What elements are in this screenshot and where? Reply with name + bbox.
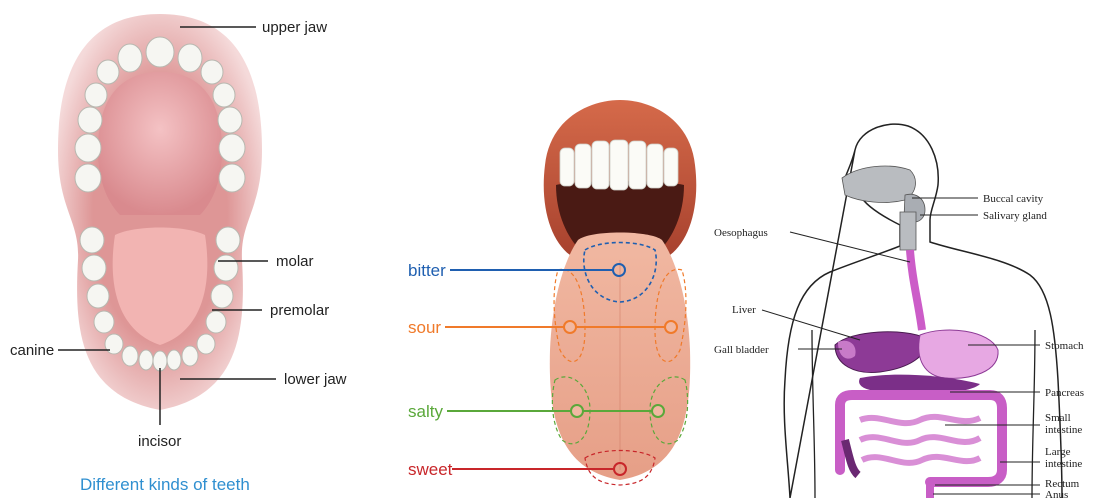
digestive-diagram: Buccal cavity Salivary gland Oesophagus … (714, 124, 1084, 498)
label-buccal-cavity: Buccal cavity (983, 193, 1044, 205)
label-large-intestine-line1: Large (1045, 446, 1071, 458)
label-molar: molar (276, 253, 314, 270)
label-premolar: premolar (270, 302, 329, 319)
sour-marker-right (665, 321, 677, 333)
label-gall-bladder: Gall bladder (714, 344, 769, 356)
upper-palate (98, 72, 222, 215)
arm-right (1032, 330, 1035, 498)
small-intestine-shape (860, 417, 980, 463)
colon-dark (845, 440, 858, 475)
tongue-diagram: bitter sour salty sweet (408, 100, 696, 485)
label-pancreas: Pancreas (1045, 387, 1084, 399)
label-incisor: incisor (138, 433, 181, 450)
oesophagus-shape (910, 250, 922, 330)
salty-marker-left (571, 405, 583, 417)
label-small-intestine-line2: intestine (1045, 424, 1082, 436)
arm-left (812, 330, 815, 498)
label-salivary-gland: Salivary gland (983, 210, 1047, 222)
teeth-caption: Different kinds of teeth (80, 475, 250, 494)
buccal-cavity-shape (842, 166, 915, 202)
tongue-upper-teeth (560, 140, 678, 190)
label-stomach: Stomach (1045, 340, 1084, 352)
leader-oesophagus (790, 232, 910, 262)
teeth-diagram: upper jaw molar premolar canine lower ja… (10, 14, 347, 494)
label-sour: sour (408, 318, 441, 337)
label-upper-jaw: upper jaw (262, 19, 327, 36)
salty-marker-right (652, 405, 664, 417)
sour-marker-left (564, 321, 576, 333)
label-large-intestine-line2: intestine (1045, 458, 1082, 470)
leader-liver (762, 310, 860, 340)
stomach-shape (919, 330, 998, 378)
label-canine: canine (10, 342, 54, 359)
label-oesophagus: Oesophagus (714, 227, 768, 239)
label-sweet: sweet (408, 460, 453, 479)
label-salty: salty (408, 402, 443, 421)
label-anus: Anus (1045, 489, 1068, 498)
label-bitter: bitter (408, 261, 446, 280)
label-small-intestine-line1: Small (1045, 412, 1071, 424)
label-lower-jaw: lower jaw (284, 371, 347, 388)
throat (900, 212, 916, 250)
label-liver: Liver (732, 304, 756, 316)
